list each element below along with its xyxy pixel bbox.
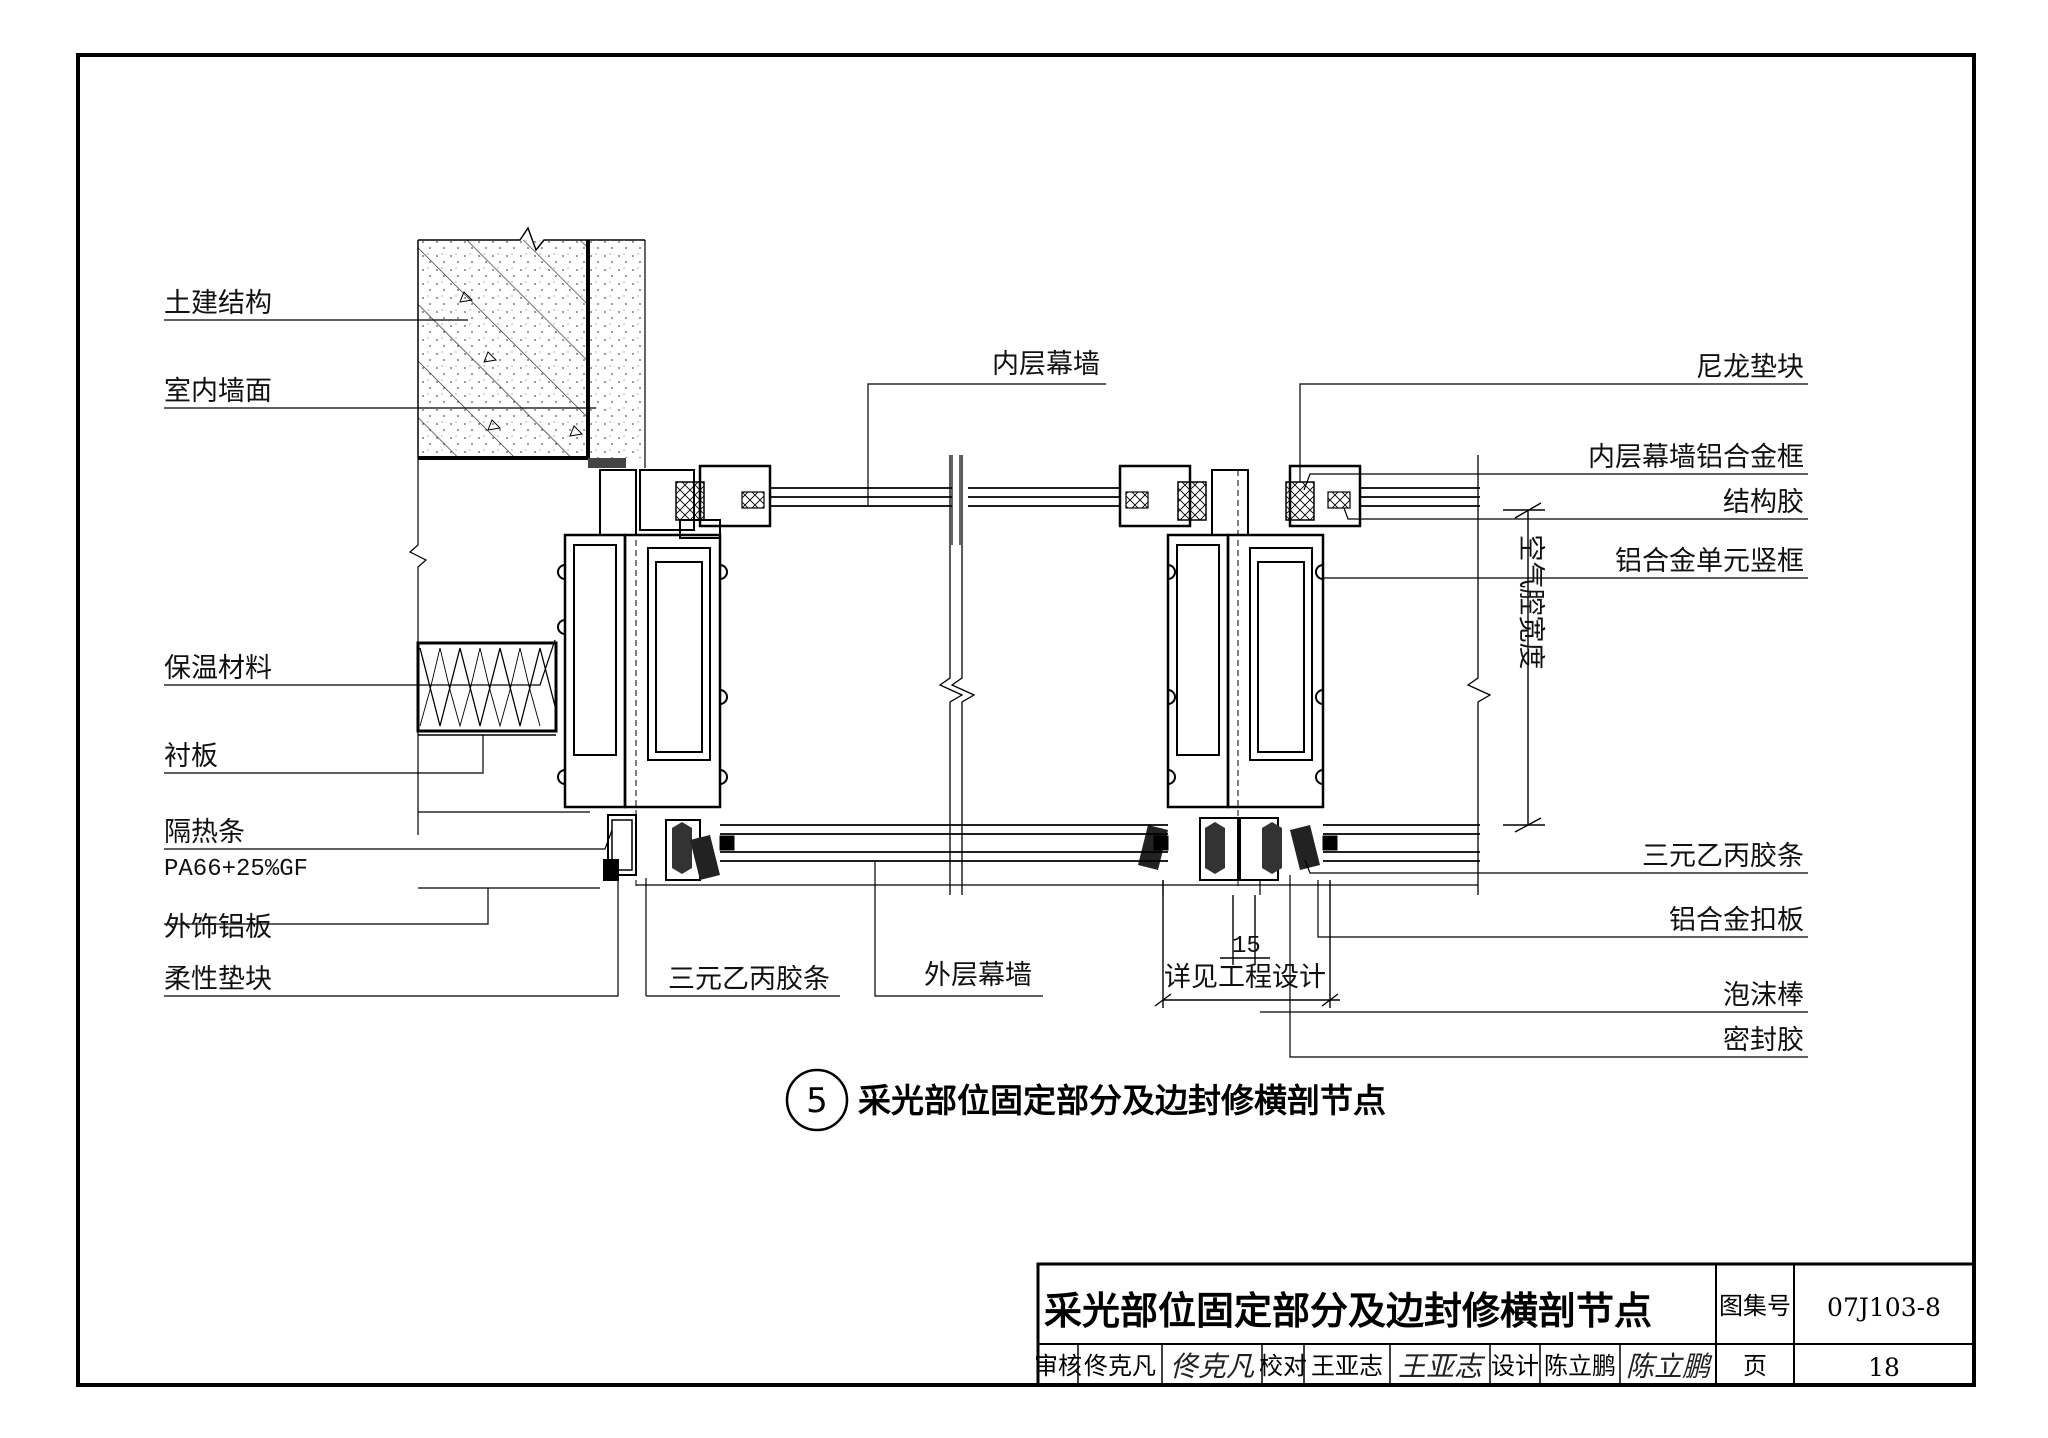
label-unit-mullion: 铝合金单元竖框	[1615, 546, 1804, 577]
title-block	[1036, 1262, 1976, 1387]
label-see-project-design: 详见工程设计	[1164, 962, 1326, 993]
break-lines	[938, 455, 1492, 895]
label-epdm-strip-right: 三元乙丙胶条	[1642, 841, 1804, 872]
label-dim-15: 15	[1232, 933, 1261, 960]
concrete-structure	[408, 226, 646, 835]
label-foam-rod: 泡沫棒	[1723, 980, 1804, 1011]
label-inner-aluminum-frame: 内层幕墙铝合金框	[1588, 442, 1804, 473]
tb-check-label: 校对	[1259, 1352, 1307, 1380]
label-civil-structure: 土建结构	[164, 288, 272, 319]
tb-page-label: 页	[1743, 1352, 1767, 1380]
label-aluminum-cover-plate: 铝合金扣板	[1669, 905, 1804, 936]
label-aluminum-cladding: 外饰铝板	[164, 912, 272, 943]
tb-reviewer: 佟克凡	[1084, 1352, 1156, 1380]
inner-glass	[770, 455, 1480, 545]
title-block-text: 采光部位固定部分及边封修横剖节点 图集号 07J103-8 审核 佟克凡 佟克凡…	[1034, 1289, 1941, 1383]
label-pa66: PA66+25%GF	[164, 856, 308, 883]
tb-checker-signature: 王亚志	[1398, 1350, 1486, 1383]
right-labels: 尼龙垫块 内层幕墙铝合金框 结构胶 铝合金单元竖框 三元乙丙胶条 铝合金扣板 泡…	[1588, 352, 1804, 1056]
label-backing-board: 衬板	[164, 741, 218, 772]
outer-glass	[636, 824, 1480, 895]
label-air-cavity-width: 空气腔宽度	[1515, 535, 1546, 670]
left-mullion	[557, 464, 772, 890]
leader-lines	[164, 319, 1808, 1058]
label-thermal-break: 隔热条	[164, 817, 245, 848]
tb-design-label: 设计	[1491, 1352, 1539, 1380]
label-epdm-strip-left: 三元乙丙胶条	[668, 964, 830, 995]
detail-number: 5	[806, 1081, 828, 1121]
tb-checker: 王亚志	[1311, 1352, 1383, 1380]
sheet-border	[76, 53, 1976, 1387]
label-flexible-pad: 柔性垫块	[164, 964, 272, 995]
label-inner-curtain-wall: 内层幕墙	[992, 349, 1100, 380]
left-labels: 土建结构 室内墙面 保温材料 衬板 隔热条 PA66+25%GF 外饰铝板 柔性…	[164, 288, 308, 995]
tb-page-number: 18	[1868, 1353, 1900, 1382]
label-outer-curtain-wall: 外层幕墙	[924, 960, 1032, 991]
tb-designer: 陈立鹏	[1544, 1352, 1616, 1380]
dimensions	[1154, 502, 1545, 1008]
insulation	[416, 641, 558, 736]
label-sealant: 密封胶	[1723, 1025, 1804, 1056]
tb-review-label: 审核	[1034, 1352, 1082, 1380]
label-interior-wall: 室内墙面	[164, 376, 272, 407]
drawing-title: 5 采光部位固定部分及边封修横剖节点	[785, 1068, 1386, 1132]
right-mullion	[1118, 464, 1362, 890]
label-structural-sealant: 结构胶	[1723, 487, 1804, 518]
detail-title: 采光部位固定部分及边封修横剖节点	[858, 1081, 1386, 1120]
tb-atlas-label: 图集号	[1719, 1292, 1791, 1320]
label-nylon-pad: 尼龙垫块	[1696, 352, 1804, 383]
tb-designer-signature: 陈立鹏	[1626, 1350, 1713, 1383]
tb-atlas-number: 07J103-8	[1827, 1293, 1941, 1322]
tb-title: 采光部位固定部分及边封修横剖节点	[1044, 1289, 1652, 1333]
label-insulation: 保温材料	[164, 653, 272, 684]
bottom-labels: 三元乙丙胶条 外层幕墙 详见工程设计 15	[668, 933, 1326, 995]
tb-reviewer-signature: 佟克凡	[1170, 1350, 1255, 1383]
